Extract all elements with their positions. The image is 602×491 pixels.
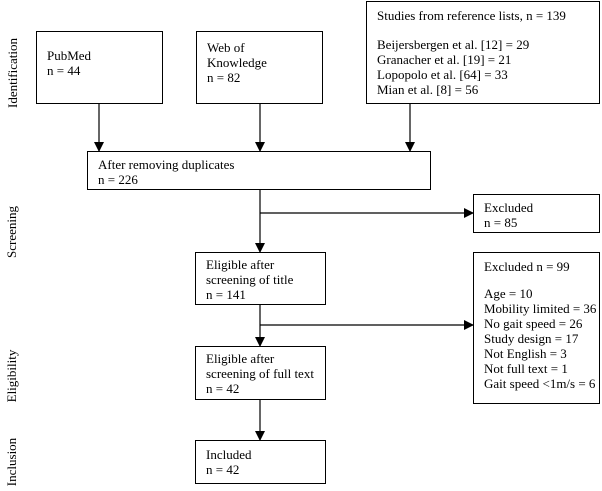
- reference-lists-title: Studies from reference lists, n = 139: [377, 8, 566, 23]
- exclusion-reason: Study design = 17: [484, 331, 579, 346]
- dedup-box: After removing duplicates n = 226: [87, 151, 431, 190]
- pubmed-source: PubMed: [47, 48, 92, 63]
- title-screening-line2: screening of title: [206, 272, 294, 287]
- wok-count: n = 82: [207, 70, 241, 85]
- included-box: Included n = 42: [195, 440, 326, 484]
- stage-label-inclusion: Inclusion: [4, 437, 19, 487]
- title-screening-line1: Eligible after: [206, 257, 275, 272]
- title-screening-count: n = 141: [206, 287, 246, 302]
- exclusion-reason: Mobility limited = 36: [484, 301, 597, 316]
- included-label: Included: [206, 447, 252, 462]
- excluded-85-count: n = 85: [484, 215, 518, 230]
- wok-source-line2: Knowledge: [207, 55, 267, 70]
- wok-source-line1: Web of: [207, 40, 245, 55]
- reference-lists-box: Studies from reference lists, n = 139 Be…: [366, 1, 600, 104]
- fulltext-screening-box: Eligible after screening of full text n …: [195, 346, 326, 400]
- exclusion-reason: No gait speed = 26: [484, 316, 583, 331]
- exclusion-reason: Age = 10: [484, 286, 533, 301]
- included-count: n = 42: [206, 462, 240, 477]
- pubmed-count: n = 44: [47, 63, 81, 78]
- fulltext-screening-count: n = 42: [206, 381, 240, 396]
- stage-label-screening: Screening: [4, 206, 19, 258]
- exclusion-reason: Not full text = 1: [484, 361, 568, 376]
- fulltext-screening-line2: screening of full text: [206, 366, 314, 381]
- web-of-knowledge-box: Web of Knowledge n = 82: [196, 31, 323, 104]
- excluded-85-label: Excluded: [484, 200, 534, 215]
- excluded-99-box: Excluded n = 99 Age = 10 Mobility limite…: [473, 252, 600, 404]
- stage-label-eligibility: Eligibility: [4, 349, 19, 403]
- stage-label-identification: Identification: [5, 37, 20, 109]
- pubmed-box: PubMed n = 44: [36, 31, 163, 104]
- dedup-label: After removing duplicates: [98, 157, 235, 172]
- reference-list-item: Beijersbergen et al. [12] = 29: [377, 37, 530, 52]
- reference-list-item: Mian et al. [8] = 56: [377, 82, 479, 97]
- excluded-99-title: Excluded n = 99: [484, 259, 570, 274]
- reference-list-item: Lopopolo et al. [64] = 33: [377, 67, 508, 82]
- exclusion-reason: Gait speed <1m/s = 6: [484, 376, 596, 391]
- reference-list-item: Granacher et al. [19] = 21: [377, 52, 512, 67]
- exclusion-reason: Not English = 3: [484, 346, 567, 361]
- dedup-count: n = 226: [98, 172, 138, 187]
- title-screening-box: Eligible after screening of title n = 14…: [195, 252, 326, 305]
- excluded-85-box: Excluded n = 85: [473, 194, 600, 233]
- fulltext-screening-line1: Eligible after: [206, 351, 275, 366]
